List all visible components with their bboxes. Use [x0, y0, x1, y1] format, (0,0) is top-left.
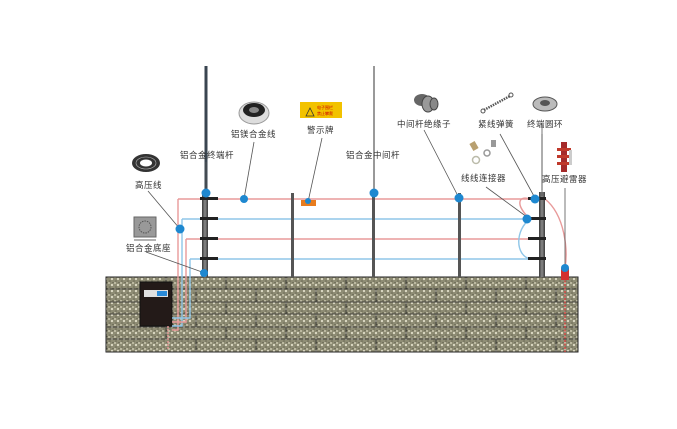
warning-sign-line1: 电子围栏	[317, 104, 333, 110]
hv-wire-coil-icon	[132, 154, 160, 172]
fence-poles	[200, 66, 546, 277]
label-alloy-middle-pole: 铝合金中间杆	[346, 150, 400, 161]
label-tension-spring: 紧线弹簧	[478, 119, 514, 130]
alloy-wire-spool-icon	[238, 101, 270, 125]
insulator-icon	[414, 94, 439, 113]
middle-pole-3	[458, 193, 461, 277]
middle-pole-2	[372, 193, 375, 277]
fence-wires	[167, 197, 567, 352]
leader-lines	[145, 129, 566, 273]
terminal-pole-right	[539, 192, 545, 277]
label-wire-connector: 线线连接器	[461, 173, 506, 184]
surge-arrester-base	[561, 268, 569, 280]
connector-icon	[469, 140, 496, 165]
label-alloy-base: 铝合金底座	[126, 243, 171, 254]
label-high-voltage-wire: 高压线	[135, 180, 162, 191]
terminal-ring-icon	[532, 96, 558, 112]
tension-spring-icon	[480, 92, 514, 114]
warning-sign-line2: 禁止攀爬	[317, 110, 333, 116]
markers	[175, 188, 569, 277]
energizer-controller-box	[139, 281, 173, 327]
middle-pole-1	[291, 193, 294, 277]
label-hv-surge-arrester: 高压避雷器	[542, 174, 587, 185]
terminal-pole-left	[202, 192, 208, 277]
warning-sign-icon: 电子围栏 禁止攀爬	[300, 102, 342, 118]
label-alloy-terminal-pole: 铝合金终端杆	[180, 150, 234, 161]
stone-wall	[105, 276, 579, 353]
label-al-mg-alloy-wire: 铝镁合金线	[231, 129, 276, 140]
alloy-base-icon	[133, 216, 157, 241]
label-terminal-ring: 终端圆环	[527, 119, 563, 130]
label-warning-sign: 警示牌	[307, 125, 334, 136]
label-middle-pole-insulator: 中间杆绝缘子	[397, 119, 451, 130]
surge-arrester-icon	[557, 142, 572, 172]
